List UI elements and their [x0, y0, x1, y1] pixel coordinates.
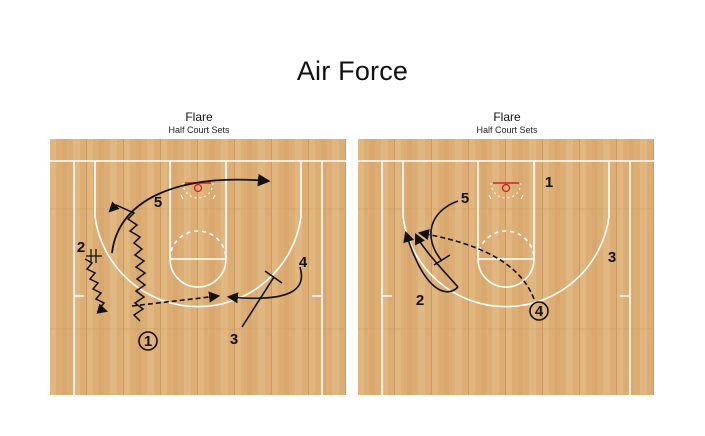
svg-text:4: 4 [299, 254, 308, 271]
cut-path-5 [111, 173, 271, 254]
screen-3 [241, 270, 283, 328]
dribble-path-2 [84, 258, 109, 314]
left-panel-title: Flare [185, 110, 213, 124]
left-panel-subtitle: Half Court Sets [168, 125, 230, 135]
dribble-path-1 [108, 201, 147, 322]
player-3: 3 [608, 249, 616, 266]
right-panel-title: Flare [493, 110, 521, 124]
right-court-diagram: 1 2 3 4 5 [358, 139, 654, 395]
svg-text:5: 5 [154, 194, 162, 211]
page-title: Air Force [296, 56, 409, 86]
svg-text:5: 5 [461, 190, 469, 207]
cut-path-2 [403, 230, 459, 293]
player-1: 1 [138, 331, 158, 351]
player-2: 2 [416, 292, 424, 309]
left-court-diagram: 1 2 3 4 5 [50, 139, 346, 395]
player-1: 1 [545, 174, 553, 191]
svg-text:2: 2 [77, 239, 85, 256]
handoff-marks [86, 249, 102, 263]
pass-line [131, 291, 221, 307]
svg-text:1: 1 [144, 333, 152, 350]
svg-text:3: 3 [230, 331, 238, 348]
basket [488, 182, 524, 200]
player-4: 4 [299, 254, 308, 271]
svg-text:1: 1 [545, 174, 553, 191]
svg-text:4: 4 [535, 303, 544, 320]
svg-text:2: 2 [416, 292, 424, 309]
player-2: 2 [77, 239, 85, 256]
player-5: 5 [461, 190, 469, 207]
court-lines [50, 160, 346, 395]
court-lines [358, 160, 654, 395]
right-panel-subtitle: Half Court Sets [476, 125, 538, 135]
player-4: 4 [529, 301, 549, 321]
pass-line [417, 229, 535, 300]
court-floor [358, 139, 654, 395]
svg-text:3: 3 [608, 249, 616, 266]
player-3: 3 [230, 331, 238, 348]
cut-path-4 [226, 266, 303, 304]
player-5: 5 [154, 194, 162, 211]
